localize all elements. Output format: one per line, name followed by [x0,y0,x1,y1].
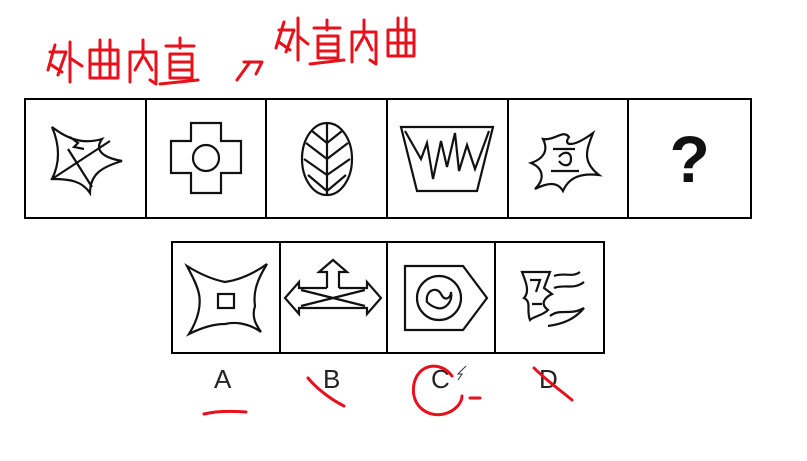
option-d-strike [532,366,574,402]
handwritten-arrow [235,60,264,82]
trapezoid-wave-figure [399,125,495,192]
option-a-underline [202,409,248,416]
handwritten-note-right [274,16,416,66]
curved-star-figure [49,123,123,197]
pentagon-circle-figure [403,264,489,331]
cross-with-circle-figure [169,121,243,194]
curved-star-with-square-figure [184,262,268,337]
option-b-label: B [323,364,341,394]
question-figure-2 [147,100,268,217]
question-mark: ? [669,121,710,196]
scribble-figure [520,270,586,327]
options-strip [171,241,605,354]
oval-leaf-figure [300,121,353,196]
question-figure-4 [388,100,509,217]
curly-shape-figure [527,129,603,193]
option-a-figure[interactable] [173,243,281,352]
question-figure-1 [26,100,147,217]
option-c-circle [411,364,464,417]
question-figure-6: ? [629,100,750,217]
question-figure-5 [509,100,630,217]
option-d-figure[interactable] [496,243,603,352]
option-b-figure[interactable] [281,243,388,352]
question-strip: ? [24,98,752,219]
option-b-strike [306,376,346,408]
arrows-figure [283,258,383,317]
option-c-figure[interactable] [388,243,496,352]
handwritten-note-left [46,36,200,86]
option-a-label: A [214,364,232,394]
option-c-label: C [431,364,450,394]
question-figure-3 [267,100,389,217]
